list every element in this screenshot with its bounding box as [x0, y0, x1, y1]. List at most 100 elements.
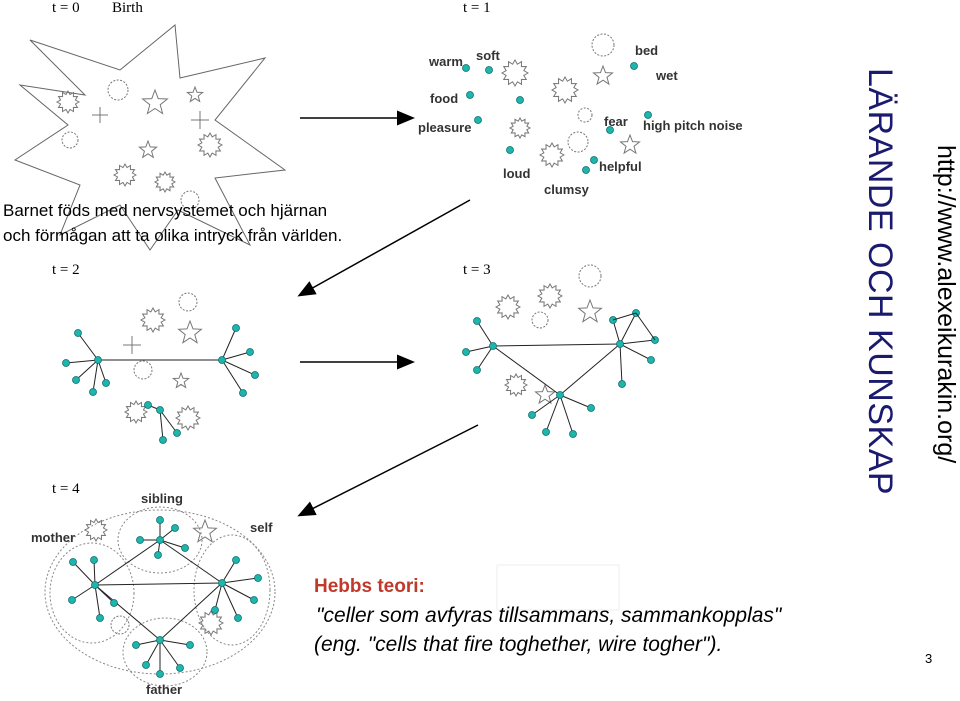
neuron-node: [62, 359, 70, 367]
neuron-node: [218, 579, 226, 587]
synapse-edge: [94, 539, 161, 586]
label-birth: Birth: [112, 0, 143, 16]
spiky-shape: [500, 58, 530, 88]
fuzzy-circle: [180, 190, 200, 210]
synapse-edge: [492, 343, 621, 347]
t1-neurons: [462, 62, 652, 174]
word-self: self: [250, 520, 273, 535]
neuron-node: [96, 614, 104, 622]
neuron-node: [218, 356, 226, 364]
synapse-edge: [159, 539, 223, 584]
synapse-edge: [221, 327, 237, 361]
neuron-node: [246, 348, 254, 356]
star-shape: [141, 88, 169, 115]
hebb-heading: Hebbs teori:: [314, 576, 425, 597]
side-url: http://www.alexeikurakin.org/: [932, 145, 960, 464]
cluster-mother: [49, 542, 135, 644]
t2-network: [62, 324, 259, 444]
fuzzy-circle: [133, 360, 153, 380]
fuzzy-circle: [577, 107, 593, 123]
neuron-node: [91, 581, 99, 589]
neuron-node: [587, 404, 595, 412]
synapse-edge: [214, 582, 223, 611]
star-shape: [192, 518, 218, 543]
neuron-node: [156, 636, 164, 644]
word-father: father: [146, 682, 183, 697]
word-warm: warm: [429, 54, 463, 69]
neuron-node: [582, 166, 590, 174]
synapse-edge: [221, 359, 256, 376]
neuron-node: [156, 516, 164, 524]
synapse-edge: [92, 359, 99, 393]
synapse-edge: [221, 582, 239, 619]
neuron-node: [176, 664, 184, 672]
t2-sensations: [123, 292, 203, 432]
neuron-node: [159, 436, 167, 444]
neuron-node: [171, 524, 179, 532]
synapse-edge: [612, 319, 621, 345]
fuzzy-circle: [591, 33, 615, 57]
neuron-node: [234, 614, 242, 622]
word-fear: fear: [604, 114, 628, 129]
synapse-edge: [221, 351, 251, 361]
fuzzy-circle: [531, 311, 549, 329]
t4-clusters: [44, 506, 276, 687]
hebb-english: (eng. "cells that fire toghether, wire t…: [314, 633, 723, 656]
neuron-node: [489, 342, 497, 350]
neuron-node: [154, 551, 162, 559]
synapse-edge: [159, 582, 223, 641]
spiky-shape: [536, 282, 564, 310]
neuron-node: [156, 670, 164, 678]
arrows: [297, 110, 479, 517]
synapse-edge: [619, 343, 623, 385]
synapse-edge: [612, 312, 637, 321]
neuron-node: [528, 411, 536, 419]
synapse-edge: [619, 339, 656, 345]
neuron-node: [630, 62, 638, 70]
intro-line-2: och förmågan att ta olika intryck från v…: [3, 226, 343, 245]
neuron-node: [186, 641, 194, 649]
neuron-node: [90, 556, 98, 564]
neuron-node: [606, 126, 614, 134]
synapse-edge: [159, 409, 164, 441]
star-shape: [592, 64, 614, 86]
synapse-edge: [75, 359, 99, 381]
spiky-shape: [550, 75, 580, 105]
neuron-node: [644, 111, 652, 119]
star-shape: [177, 319, 203, 344]
synapse-edge: [94, 584, 115, 604]
neuron-node: [254, 574, 262, 582]
t3-sensations: [494, 264, 603, 405]
synapse-edge: [65, 359, 99, 364]
side-title: LÄRANDE OCH KUNSKAP: [861, 68, 899, 496]
neuron-node: [462, 64, 470, 72]
synapse-edge: [465, 345, 494, 353]
neuron-node: [473, 317, 481, 325]
spiky-shape: [83, 517, 109, 543]
neuron-node: [251, 371, 259, 379]
neuron-node: [485, 66, 493, 74]
synapse-edge: [221, 577, 259, 584]
neuron-node: [132, 641, 140, 649]
neuron-node: [474, 116, 482, 124]
word-bed: bed: [635, 43, 659, 58]
neuron-node: [69, 558, 77, 566]
fuzzy-circle: [578, 264, 602, 288]
word-loud: loud: [503, 166, 531, 181]
t1-sensations: [500, 33, 641, 169]
spiky-shape: [139, 306, 167, 334]
arrow-t3-t4: [297, 424, 479, 517]
word-soft: soft: [476, 48, 500, 63]
cluster-sibling: [117, 506, 203, 574]
star-shape: [534, 383, 556, 405]
synapse-edge: [619, 343, 652, 361]
birth-burst: [13, 24, 287, 251]
synapse-edge: [94, 584, 161, 641]
spiky-shape: [538, 141, 566, 169]
neuron-node: [473, 366, 481, 374]
word-clumsy: clumsy: [544, 182, 589, 197]
fuzzy-circle: [567, 131, 589, 153]
star-shape: [186, 85, 204, 103]
faint-box: [496, 564, 620, 611]
spiky-shape: [112, 162, 138, 188]
